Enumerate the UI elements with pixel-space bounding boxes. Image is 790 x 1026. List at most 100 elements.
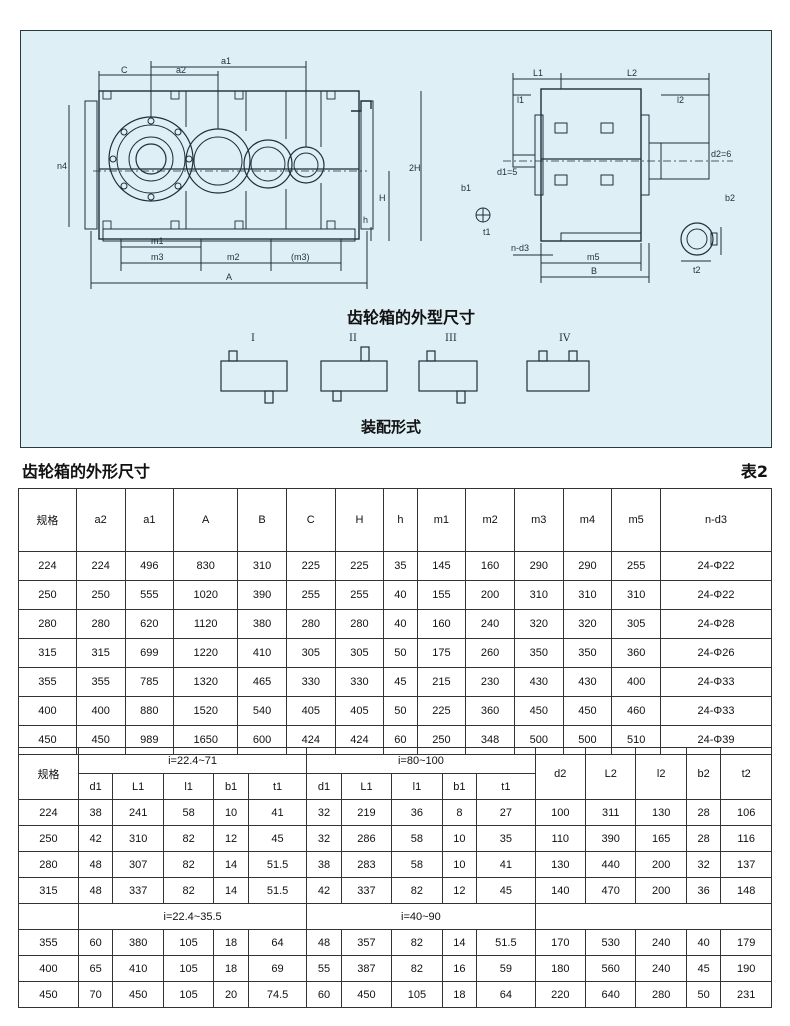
table-cell: 40 — [383, 609, 418, 639]
table-cell: 315 — [75, 638, 126, 668]
table-cell: 560 — [585, 955, 637, 982]
dim-label-m3: m3 — [151, 252, 164, 262]
table-cell: 28 — [685, 799, 722, 826]
table-cell: 105 — [162, 955, 215, 982]
dim-label-b2: b2 — [725, 193, 735, 203]
table-cell: 305 — [285, 638, 336, 668]
table-cell: 699 — [124, 638, 175, 668]
table-cell: 60 — [77, 929, 114, 956]
side-view — [475, 73, 733, 283]
table-cell: 41 — [476, 851, 536, 878]
table-cell: 160 — [465, 551, 515, 581]
table-cell: 179 — [720, 929, 772, 956]
table-cell: 170 — [534, 929, 587, 956]
table-cell: 24-Φ26 — [660, 638, 772, 668]
table-cell: 240 — [635, 955, 687, 982]
dim-label-a2: a2 — [176, 65, 186, 75]
front-view — [68, 61, 422, 289]
empty-cell — [18, 903, 79, 930]
dim-label-h-upper: H — [379, 193, 386, 203]
table-cell: 105 — [162, 929, 215, 956]
table-header-row: 规格 a2 a1 A B C H h m1 m2 m3 m4 m5 n-d3 — [18, 488, 772, 552]
table-cell: 28 — [685, 825, 722, 852]
header-cell: C — [285, 488, 336, 552]
header-cell: L1 — [112, 773, 164, 800]
table-cell: 14 — [213, 851, 249, 878]
table-cell: 410 — [112, 955, 164, 982]
table-cell: 355 — [18, 667, 77, 697]
table-cell: 315 — [18, 877, 79, 904]
header-cell: m1 — [416, 488, 467, 552]
header-cell: B — [237, 488, 287, 552]
dim-label-m2: m2 — [227, 252, 240, 262]
header-cell: h — [383, 488, 418, 552]
dim-label-m1: m1 — [151, 236, 164, 246]
table-cell: 390 — [585, 825, 637, 852]
table-cell: 215 — [416, 667, 467, 697]
header-cell: d1 — [77, 773, 114, 800]
assembly-type-3: III — [445, 333, 457, 344]
table-cell: 200 — [635, 877, 687, 904]
table-cell: 70 — [77, 981, 114, 1008]
table-cell: 224 — [75, 551, 126, 581]
table-cell: 45 — [685, 955, 722, 982]
table-cell: 14 — [441, 929, 478, 956]
drawing-title: 齿轮箱的外型尺寸 — [346, 308, 475, 327]
header-cell: H — [334, 488, 385, 552]
dim-label-m3-paren: (m3) — [291, 252, 310, 262]
assembly-type-2: II — [349, 333, 357, 344]
table-cell: 240 — [465, 609, 515, 639]
table-cell: 225 — [285, 551, 336, 581]
table-cell: 337 — [340, 877, 393, 904]
table-cell: 18 — [441, 981, 478, 1008]
table-cell: 310 — [513, 580, 564, 610]
header-cell: d2 — [534, 747, 587, 800]
table-cell: 230 — [465, 667, 515, 697]
table-cell: 51.5 — [247, 877, 308, 904]
table-cell: 440 — [585, 851, 637, 878]
table-cell: 42 — [77, 825, 114, 852]
dim-label-t1: t1 — [483, 227, 491, 237]
table-cell: 310 — [562, 580, 613, 610]
table-cell: 190 — [720, 955, 772, 982]
group-header-b: i=80~100 — [306, 747, 536, 774]
table-cell: 255 — [285, 580, 336, 610]
table-cell: 219 — [340, 799, 393, 826]
dim-label-t2: t2 — [693, 265, 701, 275]
table-cell: 1520 — [173, 696, 239, 726]
table-cell: 450 — [340, 981, 393, 1008]
assembly-type-4: IV — [559, 333, 571, 344]
table-cell: 160 — [416, 609, 467, 639]
table-cell: 224 — [18, 551, 77, 581]
table-cell: 48 — [306, 929, 342, 956]
table-cell: 1220 — [173, 638, 239, 668]
dim-label-m5: m5 — [587, 252, 600, 262]
section-title: 齿轮箱的外形尺寸 — [22, 462, 151, 481]
table-cell: 58 — [162, 799, 215, 826]
table-cell: 400 — [18, 955, 79, 982]
table-cell: 16 — [441, 955, 478, 982]
table-cell: 231 — [720, 981, 772, 1008]
table-cell: 405 — [285, 696, 336, 726]
table-cell: 355 — [75, 667, 126, 697]
table-cell: 51.5 — [476, 929, 536, 956]
gearbox-technical-drawing: C a2 a1 n4 2H H h m1 m3 m2 (m3) A L1 L2 … — [57, 56, 735, 404]
table-cell: 450 — [562, 696, 613, 726]
header-cell: b1 — [441, 773, 478, 800]
table-cell: 286 — [340, 825, 393, 852]
table-cell: 10 — [441, 825, 478, 852]
table-cell: 337 — [112, 877, 164, 904]
table-cell: 64 — [476, 981, 536, 1008]
table-cell: 8 — [441, 799, 478, 826]
table-cell: 10 — [441, 851, 478, 878]
table-cell: 38 — [306, 851, 342, 878]
table-cell: 1320 — [173, 667, 239, 697]
table-label: 表2 — [740, 462, 768, 481]
table-cell: 145 — [416, 551, 467, 581]
